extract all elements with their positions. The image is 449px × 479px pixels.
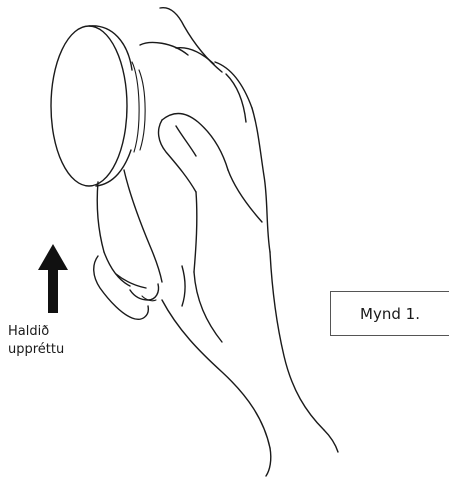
- hold-upright-label-line2: uppréttu: [8, 341, 64, 359]
- hold-upright-label: Haldið uppréttu: [8, 323, 64, 359]
- arrow-up-icon: [38, 244, 68, 313]
- device-disc: [51, 26, 145, 186]
- figure-caption-text: Mynd 1.: [360, 305, 420, 323]
- hand: [94, 8, 338, 476]
- hold-upright-label-line1: Haldið: [8, 323, 64, 341]
- figure-caption-box: Mynd 1.: [330, 291, 449, 336]
